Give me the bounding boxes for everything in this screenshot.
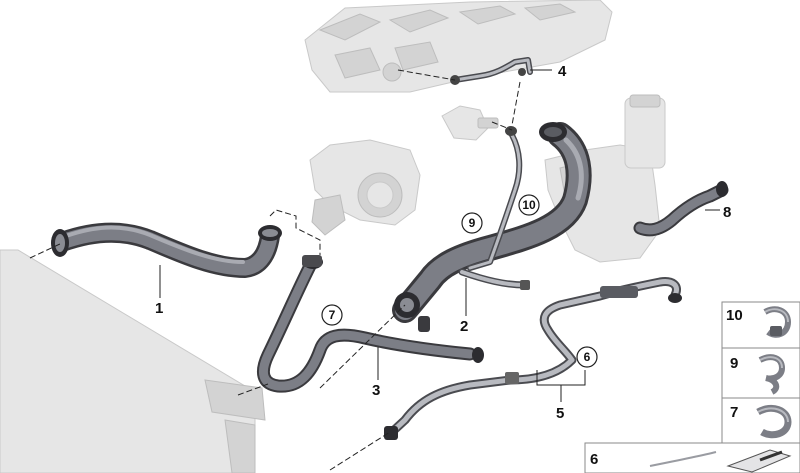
circled-callout-6: 6: [576, 346, 598, 368]
clip-10-icon: [763, 306, 792, 338]
panel-label-7: 7: [730, 404, 738, 421]
oil-filter-housing-ghost: [544, 94, 666, 263]
circled-callout-7: 7: [321, 304, 343, 326]
circled-callout-10: 10: [518, 194, 540, 216]
callout-8: 8: [723, 204, 731, 221]
callout-4: 4: [558, 63, 567, 80]
bottom-panel-line: [649, 451, 717, 467]
hose-8: [633, 181, 729, 237]
callout-1: 1: [155, 300, 163, 317]
connection-lines: [29, 69, 521, 471]
circled-callout-9: 9: [461, 212, 483, 234]
callout-3: 3: [372, 382, 380, 399]
circled-10-label: 10: [522, 198, 536, 212]
radiator-ghost: [0, 249, 266, 473]
hose-2-main: [392, 122, 592, 332]
sensor-valve-ghost: [441, 105, 499, 141]
panel-label-10: 10: [726, 307, 743, 324]
side-panel: 10 9 7: [721, 301, 800, 444]
callout-5: 5: [556, 405, 564, 422]
circled-7-label: 7: [329, 308, 336, 322]
clip-9-icon: [758, 354, 786, 395]
leader-lines: [159, 69, 720, 402]
bottom-panel-label: 6: [590, 451, 598, 468]
pipe-5: [384, 277, 682, 440]
clip-7-icon: [756, 404, 792, 439]
circled-6-label: 6: [584, 350, 591, 364]
hose-clip: [302, 255, 322, 267]
panel-label-9: 9: [730, 355, 738, 372]
callout-2: 2: [460, 318, 468, 335]
cylinder-head-ghost: [304, 0, 613, 93]
vent-line-9: [467, 126, 523, 271]
circled-9-label: 9: [469, 216, 476, 230]
tape-stripe: [759, 450, 783, 462]
bottom-panel: 6: [584, 442, 800, 473]
line-4: [450, 57, 533, 85]
hose-1-upper-radiator: [51, 222, 282, 278]
throttle-housing-ghost: [309, 139, 421, 236]
